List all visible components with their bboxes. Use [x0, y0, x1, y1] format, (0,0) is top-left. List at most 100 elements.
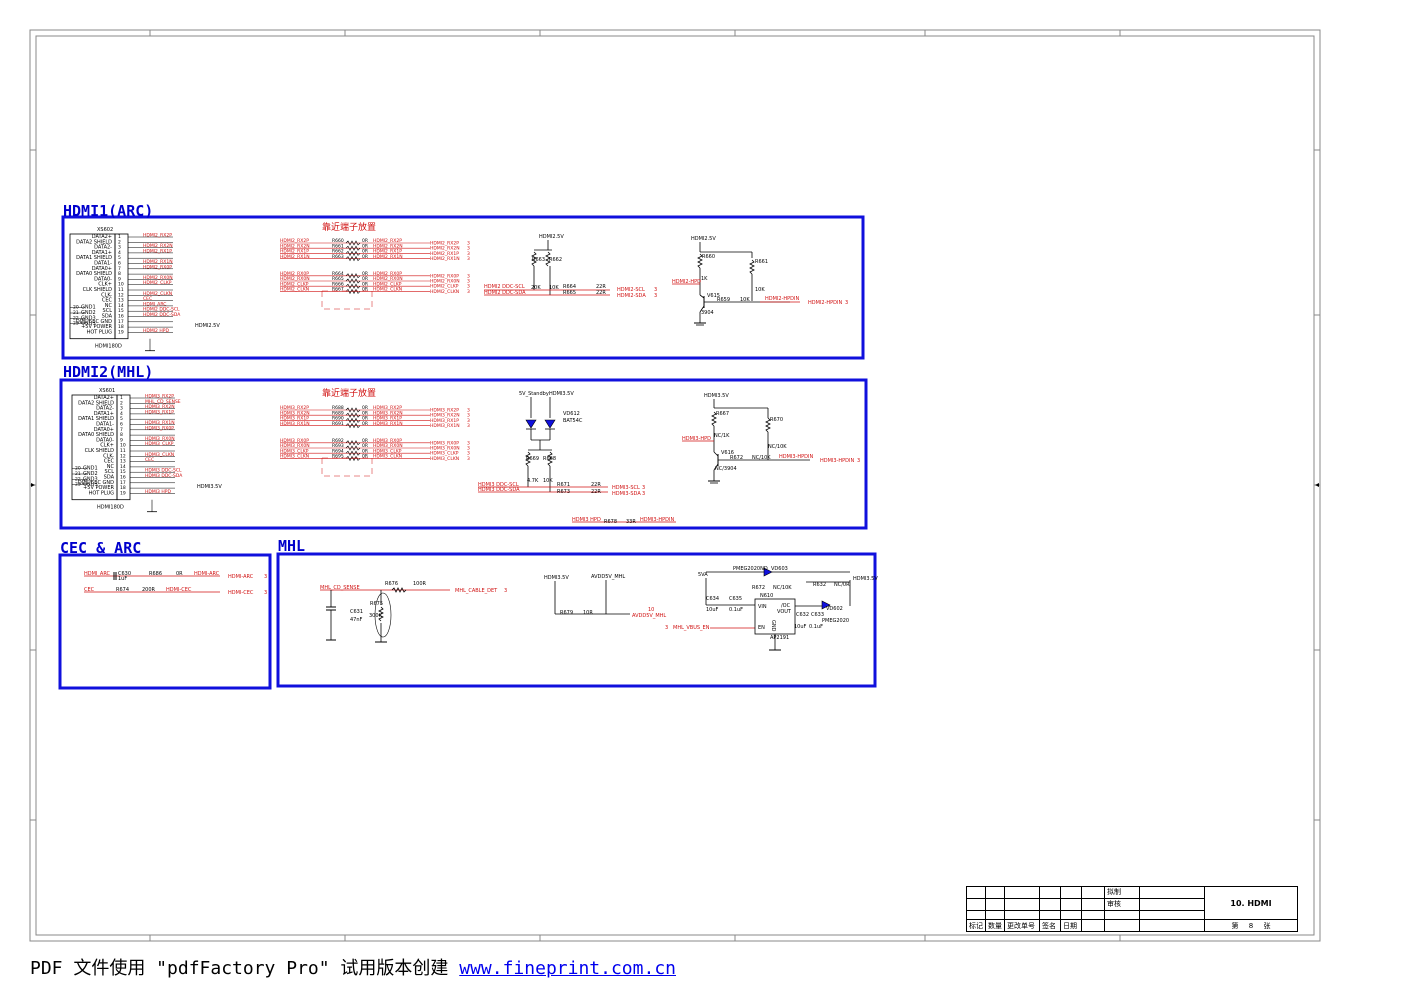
mhl-diode2-part: PMEG2020	[822, 618, 849, 624]
hdmi2-r667: R667	[716, 411, 729, 417]
mhl-sense: MHL_CD_SENSE	[320, 585, 360, 591]
pin-net-label: HDMI2 DDC-SDA	[143, 312, 181, 318]
res-ref: R665	[332, 276, 344, 282]
res-sheet: 3	[467, 284, 470, 290]
hdmi1-hpdin-port: HDMI2-HPDIN	[808, 300, 842, 306]
res-sheet: 3	[467, 408, 470, 414]
resistor-symbol	[345, 283, 361, 289]
mhl-r-top: R676	[385, 581, 398, 587]
hdmi1-r659: R659	[717, 297, 730, 303]
mhl-c1: C634	[706, 596, 719, 602]
connector-pin-num: 11	[120, 448, 126, 454]
footer-link[interactable]: www.fineprint.com.cn	[459, 958, 676, 979]
connector-ref: XS602	[97, 227, 113, 233]
mhl-supply1: HDMI3.5V	[544, 575, 569, 581]
res-value: 0R	[362, 281, 368, 287]
connector-pin-name: DATA0-	[94, 276, 112, 282]
res-ref: R695	[332, 454, 344, 460]
connector-pin-name: CEC	[104, 459, 115, 465]
pin-net-label: HDMI3_RX1P	[145, 409, 174, 415]
pin-net-label: HDMI3 DDC-SDA	[145, 473, 183, 479]
connector-pin-num: 7	[120, 427, 123, 433]
mhl-ic-part: AP2191	[770, 635, 789, 641]
cec-r1: R686	[149, 571, 162, 577]
connector-outline	[71, 394, 118, 501]
hdmi2-diode: VD612	[563, 411, 580, 417]
tb-checked: 审核	[1104, 897, 1140, 911]
hdmi1-title: HDMI1(ARC)	[63, 202, 153, 220]
resistor-symbol	[345, 255, 361, 262]
res-sheet: 3	[467, 289, 470, 295]
res-out-net: HDMI3_RX0P	[373, 438, 402, 444]
hdmi1-r662: R662	[549, 257, 562, 263]
pin-net-label: HDMI3_RX1N	[145, 420, 175, 426]
mhl-c1-val: 10uF	[706, 607, 719, 613]
connector-pin-num: 15	[120, 469, 126, 475]
connector-pin-num: 11	[118, 287, 124, 293]
connector-pin-name: DATA2+	[92, 234, 112, 240]
cec-port: HDMI-CEC	[228, 590, 254, 596]
hdmi2-r668-val: 10K	[543, 478, 553, 484]
connector-pin-num: 5	[120, 416, 123, 422]
hdmi1-hpd-in: HDMI2-HPD	[672, 279, 701, 285]
res-sheet: 3	[467, 273, 470, 279]
tb-col4: 签名	[1039, 919, 1061, 932]
pin-net-label: HDMI3_RX0P	[145, 425, 174, 431]
res-ref: R693	[332, 443, 344, 449]
res-ref: R663	[332, 254, 344, 260]
mhl-cap-val: 47nF	[350, 617, 363, 623]
res-ref: R688	[332, 405, 344, 411]
connector-pin-name: DATA0+	[92, 266, 112, 272]
right-edge-marker	[1315, 483, 1319, 487]
res-out-net: HDMI2_RX1P	[373, 249, 402, 255]
resistor-symbol	[345, 422, 361, 429]
connector-pin-name: DATA2 SHIELD	[78, 400, 114, 406]
res-port: HDMI2_RX2N	[430, 246, 460, 252]
res-out-net: HDMI3_RX0N	[373, 443, 403, 449]
pin-net-label: HDMI2_RX0P	[143, 264, 172, 270]
connector-pin-num: 18	[120, 485, 126, 491]
gnd-pin-name: GND1	[83, 466, 98, 472]
res-value: 0R	[362, 276, 368, 282]
cec-sheet: 3	[264, 590, 267, 596]
cec-cap: C630	[118, 571, 131, 577]
connector-pin-name: SDA	[104, 475, 115, 481]
connector-pin-num: 4	[120, 411, 123, 417]
res-in-net: HDMI2_RX2N	[280, 243, 310, 249]
hdmi1-q: V615	[707, 293, 720, 299]
res-port: HDMI2_RX0P	[430, 273, 459, 279]
res-in-net: HDMI2_RX1N	[280, 254, 310, 260]
hdmi2-bottom-r: R678	[604, 519, 617, 525]
hdmi2-diode-part: BAT54C	[563, 418, 583, 424]
pin-net-label: CEC	[145, 457, 154, 463]
mhl-5va: 5VA	[698, 572, 708, 578]
hdmi1-sheet2: 3	[654, 293, 657, 299]
gnd-pin-name: GND3	[83, 476, 98, 482]
connector-pin-name: CLK+	[98, 282, 112, 288]
res-value: 0R	[362, 287, 368, 293]
mhl-rpot: R675	[370, 601, 383, 607]
connector-pin-num: 12	[118, 292, 124, 298]
hdmi2-ser-val1: 22R	[591, 482, 601, 488]
resistor-symbol	[345, 445, 361, 451]
res-port: HDMI3_RX2P	[430, 408, 459, 414]
res-value: 0R	[362, 416, 368, 422]
hdmi1-ddc-scl: HDMI2 DDC-SCL	[484, 284, 525, 290]
res-in-net: HDMI3_RX2P	[280, 405, 309, 411]
connector-pin-num: 13	[118, 298, 124, 304]
mhl-c4: C633	[811, 612, 824, 618]
res-sheet: 3	[467, 418, 470, 424]
placement-outline	[321, 290, 373, 310]
mhl-vbus-sheet: 3	[665, 625, 668, 631]
hdmi2-r672: R672	[730, 455, 743, 461]
mhl-avdd: AVDD5V_MHL	[632, 613, 666, 619]
inner-border	[35, 35, 1315, 936]
connector-pin-name: DDC/CEC GND	[76, 319, 112, 325]
connector-pin-num: 19	[120, 490, 126, 496]
hdmi2-r668: R668	[543, 456, 556, 462]
res-sheet: 3	[467, 251, 470, 257]
hdmi1-hpdin-sheet: 3	[845, 300, 848, 306]
hdmi2-r669-val: 4.7K	[527, 478, 539, 484]
pin-net-label: HDMI2_RX1P	[143, 248, 172, 254]
